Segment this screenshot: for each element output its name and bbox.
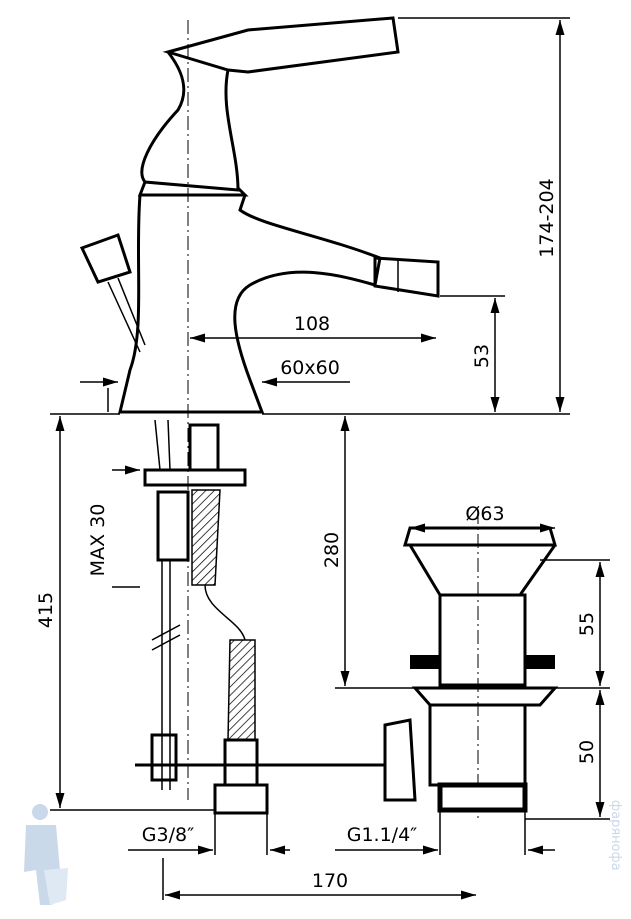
under-counter-parts	[135, 419, 385, 815]
rod-connector	[383, 718, 417, 802]
dim-waste-bottom: 50	[576, 740, 598, 764]
popup-rod	[107, 277, 146, 353]
popup-knob	[79, 233, 132, 284]
flex-hose-upper	[191, 489, 221, 586]
waste-cap	[402, 526, 558, 547]
break-mark	[151, 624, 181, 651]
dim-waste-diameter: Ø63	[465, 503, 504, 525]
dim-waste-length: 280	[321, 532, 343, 568]
waste-outlet	[437, 782, 528, 813]
dim-supply-thread: G3/8″	[142, 824, 194, 846]
fixing-plate	[143, 468, 247, 487]
lever-handle	[162, 16, 400, 74]
dim-total-height: 174-204	[536, 178, 558, 257]
dim-base-size: 60x60	[280, 357, 340, 379]
waste-flange	[408, 544, 557, 597]
popup-waste	[383, 526, 559, 813]
handle-cap	[140, 51, 240, 192]
gasket-left	[410, 655, 440, 669]
flex-hose-lower	[227, 639, 256, 741]
popup-rod-lower	[154, 419, 171, 471]
hose-path	[204, 584, 246, 641]
dim-max-thickness: MAX 30	[87, 504, 109, 577]
hose-nut	[223, 738, 259, 787]
dim-spout-reach: 108	[294, 313, 330, 335]
fixing-nut	[156, 490, 190, 562]
gasket-right	[525, 655, 555, 669]
plumber-logo	[24, 804, 68, 905]
dim-waste-thread: G1.1/4″	[347, 824, 418, 846]
supply-connector	[188, 423, 220, 472]
dimension-lines	[50, 17, 610, 900]
faucet-body	[79, 16, 479, 820]
waste-nut	[411, 686, 559, 707]
dim-hose-length: 415	[35, 592, 57, 628]
cap-ring	[137, 181, 249, 197]
waste-body-upper	[438, 593, 527, 687]
dim-spout-height: 53	[471, 344, 493, 368]
spout-nozzle	[373, 256, 440, 298]
mixer-body	[118, 194, 382, 414]
dim-centre-distance: 170	[312, 870, 348, 892]
supply-thread-nut	[213, 783, 269, 815]
dim-waste-top: 55	[576, 612, 598, 636]
watermark-text: фарянофа	[608, 800, 623, 871]
rod-clamp	[150, 733, 178, 782]
